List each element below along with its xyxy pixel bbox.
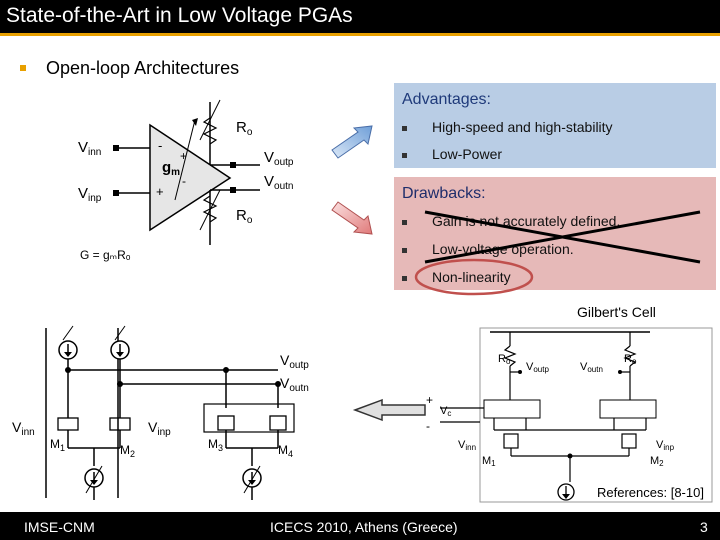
label-vinn: V <box>78 139 88 156</box>
label-vinp: V <box>656 439 664 451</box>
svg-text:Ro: Ro <box>624 353 637 366</box>
svg-text:Vinp: Vinp <box>656 439 675 452</box>
svg-text:gm: gm <box>162 159 180 178</box>
bullet-icon <box>402 248 407 253</box>
footer-bar: IMSE-CNM ICECS 2010, Athens (Greece) 3 <box>0 512 720 540</box>
label-m1: M <box>482 455 491 467</box>
label-ro: R <box>236 119 247 136</box>
svg-text:M3: M3 <box>208 437 223 453</box>
advantages-box: Advantages: High-speed and high-stabilit… <box>394 83 716 168</box>
slide-title: State-of-the-Art in Low Voltage PGAs <box>6 4 353 27</box>
svg-text:Vc: Vc <box>440 405 451 418</box>
advantage-item: High-speed and high-stability <box>432 119 613 135</box>
drawbacks-title: Drawbacks: <box>402 185 486 202</box>
label-m4: M <box>278 443 288 457</box>
title-bar: State-of-the-Art in Low Voltage PGAs <box>0 0 720 33</box>
references: References: [8-10] <box>597 485 704 500</box>
bullet-icon <box>402 220 407 225</box>
drawback-item: Gain is not accurately defined. <box>432 213 621 229</box>
label-gm: g <box>162 159 171 176</box>
left-arrow-icon <box>352 398 426 422</box>
label-plus: + <box>426 393 433 407</box>
section-heading: Open-loop Architectures <box>46 58 240 78</box>
footer-organization: IMSE-CNM <box>24 519 95 535</box>
bullet-icon <box>402 276 407 281</box>
svg-text:+: + <box>180 149 187 163</box>
svg-text:Vinp: Vinp <box>148 419 171 438</box>
footer-conference: ICECS 2010, Athens (Greece) <box>270 519 458 535</box>
label-voutp: V <box>280 352 290 368</box>
svg-text:M2: M2 <box>650 455 664 468</box>
label-m2: M <box>120 443 130 457</box>
svg-text:Ro: Ro <box>498 353 511 366</box>
svg-text:Voutn: Voutn <box>280 375 309 394</box>
advantages-title: Advantages: <box>402 91 491 108</box>
label-voutp: V <box>264 149 274 166</box>
svg-text:Vinn: Vinn <box>78 139 101 158</box>
label-voutp: V <box>526 361 534 373</box>
amplifier-schematic: - + + - Vinn Vinp Voutp Voutn Ro Ro gm <box>78 99 294 245</box>
svg-text:M2: M2 <box>120 443 135 459</box>
title-divider <box>0 33 720 36</box>
label-m3: M <box>208 437 218 451</box>
drawback-item: Non-linearity <box>432 269 511 285</box>
label-voutn: V <box>580 361 588 373</box>
label-vinn: V <box>458 439 466 451</box>
label-ro: R <box>236 207 247 224</box>
label-m1: M <box>50 437 60 451</box>
gilbert-schematic: Ro Ro Voutp Voutn Vc + - Vinn Vinp M1 M2 <box>426 327 713 503</box>
bullet-square-icon <box>20 65 26 71</box>
svg-text:Voutp: Voutp <box>526 361 549 374</box>
svg-text:Voutn: Voutn <box>580 361 603 374</box>
drawbacks-box: Drawbacks: Gain is not accurately define… <box>394 177 716 290</box>
label-vinn: V <box>12 419 22 435</box>
label-minus: - <box>426 419 430 433</box>
advantage-item: Low-Power <box>432 146 503 162</box>
label-ro: R <box>498 353 506 365</box>
svg-text:Vinn: Vinn <box>458 439 476 452</box>
bullet-icon <box>402 126 407 131</box>
svg-text:Voutn: Voutn <box>264 173 293 192</box>
bullet-icon <box>402 153 407 158</box>
svg-text:Ro: Ro <box>236 119 253 138</box>
label-vc: V <box>440 405 448 417</box>
label-voutn: V <box>264 173 274 190</box>
svg-text:Ro: Ro <box>236 207 253 226</box>
label-vinp: V <box>78 185 88 202</box>
label-vinp: V <box>148 419 158 435</box>
svg-text:-: - <box>182 174 186 188</box>
label-ro: R <box>624 353 632 365</box>
svg-text:+: + <box>156 184 164 199</box>
differential-schematic: Voutp Voutn Vinn Vinp M1 M2 M3 M4 <box>12 325 309 500</box>
svg-text:M4: M4 <box>278 443 293 459</box>
label-m2: M <box>650 455 659 467</box>
page-number: 3 <box>700 519 708 535</box>
svg-text:-: - <box>158 138 162 153</box>
svg-text:Voutp: Voutp <box>264 149 294 168</box>
svg-text:M1: M1 <box>482 455 496 468</box>
gain-formula: G = gₘRₒ <box>80 248 131 262</box>
svg-text:M1: M1 <box>50 437 65 453</box>
svg-text:Vinn: Vinn <box>12 419 35 438</box>
drawback-item: Low-voltage operation. <box>432 241 574 257</box>
label-voutn: V <box>280 375 290 391</box>
gilbert-label: Gilbert's Cell <box>577 304 656 320</box>
svg-text:Vinp: Vinp <box>78 185 102 204</box>
svg-text:Voutp: Voutp <box>280 352 309 371</box>
